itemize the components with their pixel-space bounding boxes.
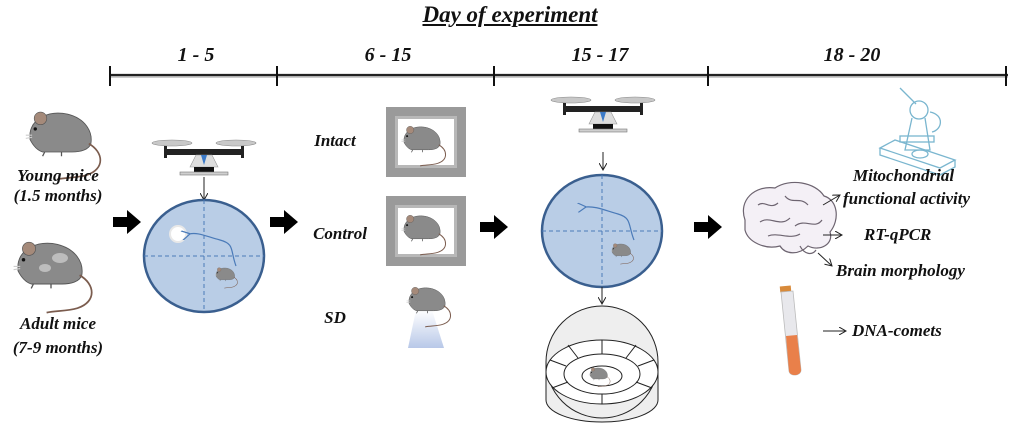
outcome-dna-comets: DNA-comets [852, 321, 942, 340]
flow-arrow-icon [113, 210, 141, 234]
control-label: Control [313, 224, 367, 243]
adult-mice-label: Adult mice [19, 314, 97, 333]
open-field-arena-icon [545, 305, 659, 423]
microscope-icon [878, 87, 957, 176]
intact-label: Intact [314, 131, 356, 150]
young-mice-age: (1.5 months) [13, 186, 103, 205]
outcome-mitochondrial-line2: functional activity [843, 189, 971, 208]
scale-icon [550, 96, 656, 133]
flow-arrow-icon [270, 210, 298, 234]
outcome-rtqpcr: RT-qPCR [864, 225, 932, 244]
water-maze-icon [142, 198, 266, 314]
control-cage-icon [386, 196, 466, 266]
phase-label-2: 6 - 15 [364, 44, 412, 66]
flow-arrow-icon [694, 215, 722, 239]
timeline-axis [109, 66, 1008, 86]
sleep-deprivation-platform-icon [406, 286, 452, 348]
phase-label-4: 18 - 20 [823, 44, 881, 66]
water-maze-icon [540, 173, 664, 289]
adult-mouse-icon [12, 241, 93, 314]
phase-label-1: 1 - 5 [177, 44, 215, 66]
intact-cage-icon [386, 107, 466, 177]
phase-label-3: 15 - 17 [571, 44, 629, 66]
diagram-title: Day of experiment [422, 2, 598, 27]
brain-icon [742, 181, 837, 255]
test-tube-icon [779, 285, 802, 376]
sd-label: SD [324, 308, 346, 327]
adult-mice-age: (7-9 months) [12, 338, 104, 357]
flow-arrow-icon [480, 215, 508, 239]
outcome-brain-morphology: Brain morphology [836, 261, 965, 280]
young-mice-label: Young mice [17, 166, 99, 185]
scale-icon [151, 139, 257, 176]
outcome-mitochondrial-line1: Mitochondrial [853, 166, 955, 185]
